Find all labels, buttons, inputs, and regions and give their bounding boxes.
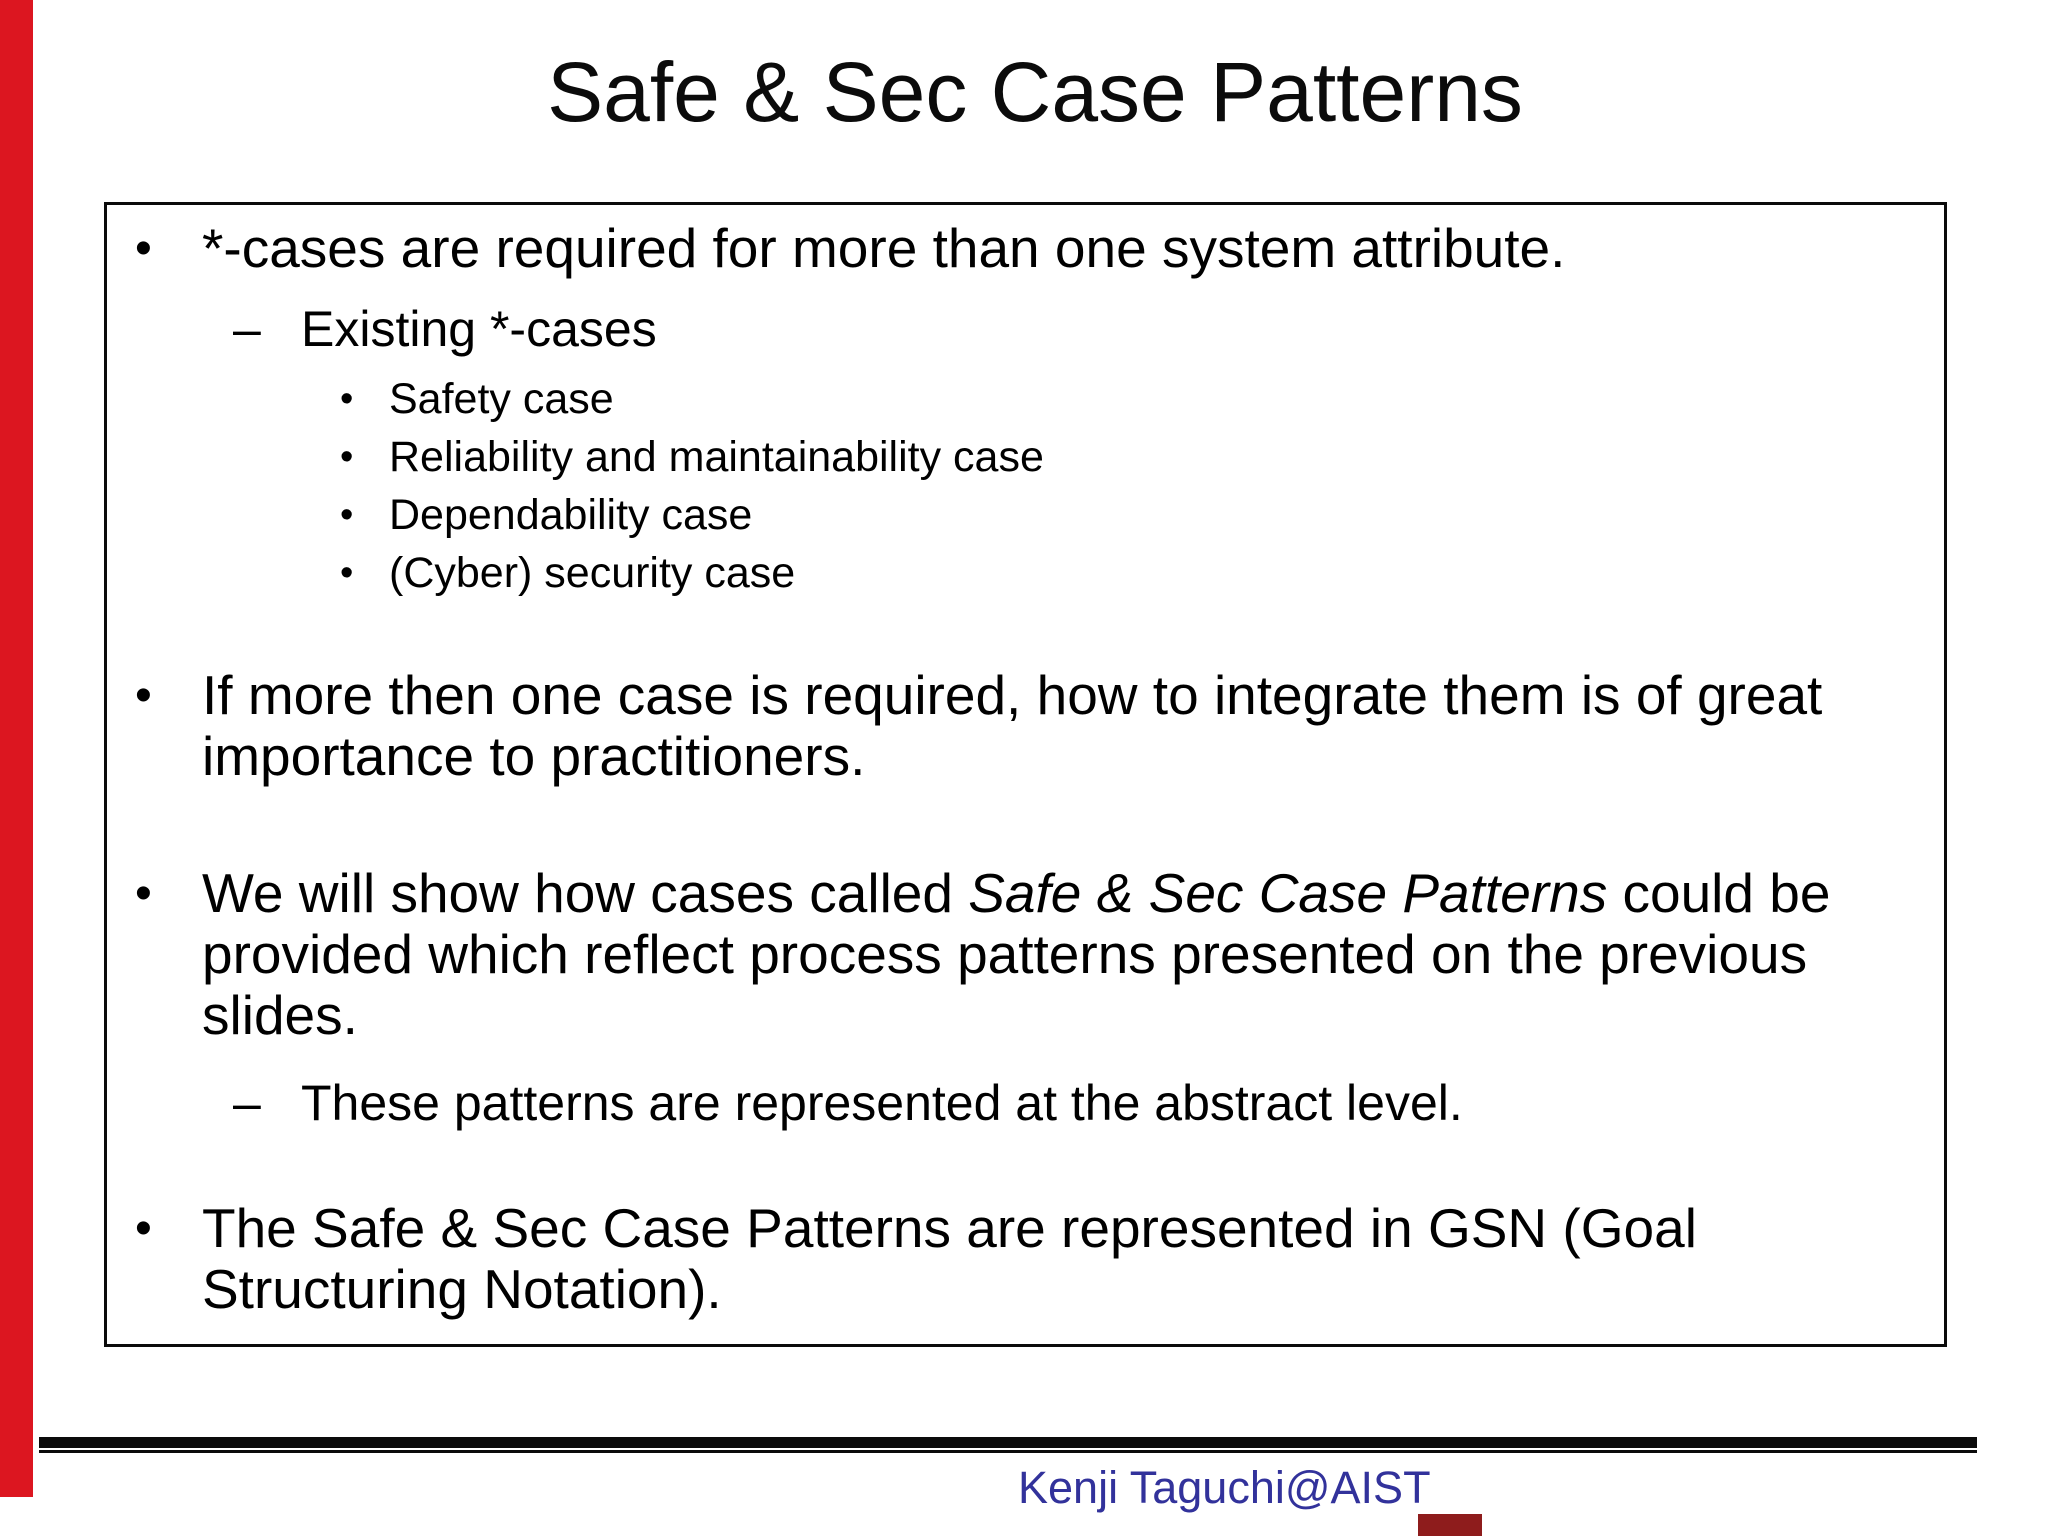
bullet-text-post: could be provided which reflect process … xyxy=(202,862,1831,1046)
subsubitem-cyber-security-case: • (Cyber) security case xyxy=(107,544,1944,602)
bullet-text-italic: Safe & Sec Case Patterns xyxy=(968,862,1608,924)
bullet-item-cases-required: • *-cases are required for more than one… xyxy=(107,218,1944,279)
bullet-icon: • xyxy=(340,436,354,478)
subitem-existing-cases: – Existing *-cases xyxy=(107,301,1944,357)
rule-thick-line xyxy=(39,1437,1977,1448)
dash-icon: – xyxy=(233,1075,261,1131)
bullet-text: The Safe & Sec Case Patterns are represe… xyxy=(202,1197,1697,1320)
footer-credit: Kenji Taguchi@AIST xyxy=(1018,1462,1431,1513)
bullet-icon: • xyxy=(135,222,152,275)
subsubitem-reliability-case: • Reliability and maintainability case xyxy=(107,428,1944,486)
bullet-text: We will show how cases called Safe & Sec… xyxy=(202,863,1902,1046)
subsubitem-safety-case: • Safety case xyxy=(107,370,1944,428)
subsubitem-text: Reliability and maintainability case xyxy=(389,433,1044,481)
bullet-text-pre: We will show how cases called xyxy=(202,862,969,924)
rule-gap xyxy=(39,1448,1977,1450)
bullet-icon: • xyxy=(340,552,354,594)
bullet-icon: • xyxy=(340,378,354,420)
bullet-icon: • xyxy=(135,867,152,920)
subitem-abstract-level: – These patterns are represented at the … xyxy=(107,1075,1944,1131)
bullet-item-gsn-representation: • The Safe & Sec Case Patterns are repre… xyxy=(107,1198,1944,1320)
rule-thin-line xyxy=(39,1450,1977,1453)
bullet-text: *-cases are required for more than one s… xyxy=(202,217,1566,279)
bullet-text: If more then one case is required, how t… xyxy=(202,664,1823,787)
subsubitem-text: Safety case xyxy=(389,375,614,423)
subsubitem-text: Dependability case xyxy=(389,491,753,539)
subsubitem-dependability-case: • Dependability case xyxy=(107,486,1944,544)
subitem-text: These patterns are represented at the ab… xyxy=(301,1075,1463,1131)
subitem-text: Existing *-cases xyxy=(301,301,657,357)
subsubitem-text: (Cyber) security case xyxy=(389,549,796,597)
bullet-icon: • xyxy=(135,669,152,722)
content-box: • *-cases are required for more than one… xyxy=(104,202,1947,1347)
slide-title: Safe & Sec Case Patterns xyxy=(547,45,1523,139)
bullet-item-show-patterns: • We will show how cases called Safe & S… xyxy=(107,863,1944,1046)
footer-double-rule xyxy=(39,1437,1977,1453)
bullet-icon: • xyxy=(340,494,354,536)
bullet-item-integration-importance: • If more then one case is required, how… xyxy=(107,665,1944,787)
left-edge-red-bar xyxy=(0,0,33,1497)
dash-icon: – xyxy=(233,301,261,357)
bullet-icon: • xyxy=(135,1202,152,1255)
bottom-red-marker xyxy=(1418,1514,1482,1536)
